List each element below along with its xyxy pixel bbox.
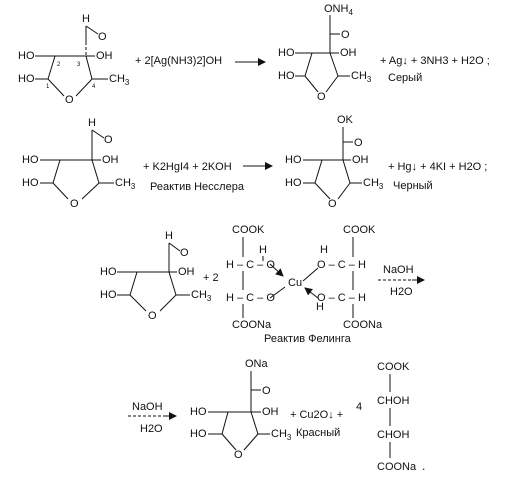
product-hydroxyl-bottom: HO	[278, 70, 295, 82]
tartrate-cook: COOK	[377, 361, 410, 373]
byproducts-2: + Hg↓ + 4KI + H2O ;	[388, 161, 487, 173]
methyl-group: CH3	[109, 73, 130, 87]
hydroxyl-left: HO	[100, 266, 117, 278]
byproducts-1: + Ag↓ + 3NH3 + H2O ;	[380, 55, 490, 67]
h-c-o-top: H – C – O	[226, 259, 275, 271]
reaction-1: H O HO OH 2 3 1 4 O HO CH3 + 2[Ag(NH3)2]…	[18, 3, 490, 106]
silver-color-label: Серый	[388, 72, 422, 84]
byproducts-4: + Cu2O↓ +	[290, 409, 343, 421]
reactant-aldehyde-2: H O HO OH O HO CH3	[22, 117, 136, 210]
condition-naoh: NaOH	[383, 264, 414, 276]
tartrate-coona: COONa	[377, 461, 417, 473]
reactant-aldehyde-3: H O HO OH O HO CH3	[100, 230, 212, 322]
ring-oxygen: O	[148, 310, 157, 322]
methyl-group: CH3	[191, 289, 212, 303]
cook-right: COOK	[343, 224, 376, 236]
end-dot: .	[422, 459, 425, 473]
product-hydroxyl-left: HO	[278, 47, 295, 59]
aldehyde-o: O	[104, 134, 113, 146]
hydroxyl-bottom: HO	[18, 73, 35, 85]
ring-oxygen: O	[70, 198, 79, 210]
coona-right: COONa	[343, 319, 383, 331]
condition-water: H2O	[390, 286, 413, 298]
product-hydroxyl-bottom: HO	[190, 428, 207, 440]
product-ring-oxygen: O	[328, 198, 337, 210]
hydroxyl-bottom: HO	[100, 289, 117, 301]
product-carbonyl-o: O	[262, 385, 271, 397]
coefficient-four: 4	[356, 401, 362, 413]
product-hydroxyl-right: OH	[352, 154, 369, 166]
aldehyde-o: O	[180, 247, 189, 259]
o-c-h-bottom: O – C – H	[317, 292, 366, 304]
reactant-aldehyde-1: H O HO OH 2 3 1 4 O HO CH3	[18, 13, 130, 106]
carbon-number-2: 2	[57, 62, 61, 68]
ring-oxygen: O	[65, 94, 74, 106]
tollens-reagent: + 2[Ag(NH3)2]OH	[135, 55, 222, 67]
product-ring-oxygen: O	[234, 449, 243, 461]
methyl-group: CH3	[115, 177, 136, 191]
product-hydroxyl-left: HO	[285, 154, 302, 166]
product-methyl: CH3	[363, 177, 384, 191]
product-potassium-salt: OK O HO OH O HO CH3	[285, 114, 384, 210]
h-left: H	[259, 244, 267, 256]
copper-oxide-color-label: Красный	[296, 427, 340, 439]
condition-water: H2O	[140, 423, 163, 435]
coona-left: COONa	[232, 319, 272, 331]
aldehyde-o: O	[98, 31, 107, 43]
nessler-reagent-name: Реактив Несслера	[150, 181, 245, 193]
tartrate-choh-1: CHOH	[377, 395, 409, 407]
product-ammonium-salt: ONH4 O HO OH O HO CH3	[278, 3, 372, 103]
condition-naoh: NaOH	[132, 401, 163, 413]
product-ona: ONa	[245, 358, 269, 370]
hydroxyl-right: OH	[96, 50, 113, 62]
product-hydroxyl-left: HO	[190, 406, 207, 418]
tartrate-product: COOK CHOH CHOH COONa .	[377, 361, 425, 473]
cook-left: COOK	[232, 224, 265, 236]
reaction-2: H O HO OH O HO CH3 + K2HgI4 + 2KOH Реакт…	[22, 114, 487, 210]
product-hydroxyl-right: OH	[340, 47, 357, 59]
product-carbonyl-o: O	[341, 29, 350, 41]
o-c-h-top: O – C – H	[317, 259, 366, 271]
carbon-number-4: 4	[92, 84, 96, 90]
product-hydroxyl-bottom: HO	[285, 177, 302, 189]
hydroxyl-right: OH	[178, 266, 195, 278]
h-lower: H	[316, 301, 324, 313]
product-methyl: CH3	[351, 70, 372, 84]
product-carbonyl-o: O	[354, 137, 363, 149]
product-ok: OK	[337, 114, 354, 126]
product-sodium-salt: ONa O HO OH O HO CH3	[190, 358, 292, 461]
carbon-number-1: 1	[46, 84, 50, 90]
aldehyde-h: H	[88, 117, 96, 129]
product-methyl: CH3	[271, 428, 292, 442]
nessler-reagent-formula: + K2HgI4 + 2KOH	[143, 161, 232, 173]
tartrate-choh-2: CHOH	[377, 429, 409, 441]
reaction-3: H O HO OH O HO CH3 + 2 COOK H H –	[100, 224, 425, 345]
hydroxyl-bottom: HO	[22, 177, 39, 189]
reaction-4: NaOH H2O ONa O HO OH O HO CH3 + Cu2O↓ + …	[128, 358, 425, 473]
aldehyde-h: H	[165, 230, 173, 242]
product-ring-oxygen: O	[317, 91, 326, 103]
hydroxyl-left: HO	[18, 50, 35, 62]
fehling-complex: COOK H H – C – O H – C – O COONa Cu O – …	[226, 224, 383, 331]
h-right: H	[320, 244, 328, 256]
hydroxyl-right: OH	[102, 154, 119, 166]
fehling-reagent-name: Реактив Фелинга	[264, 333, 352, 345]
hydroxyl-left: HO	[22, 154, 39, 166]
aldehyde-h: H	[82, 13, 90, 25]
carbon-number-3: 3	[77, 62, 81, 68]
h-c-o-bottom: H – C – O	[226, 292, 275, 304]
plus-two: + 2	[203, 272, 219, 284]
copper-atom: Cu	[288, 277, 302, 289]
product-onh4: ONH4	[324, 3, 353, 17]
product-hydroxyl-right: OH	[262, 406, 279, 418]
mercury-color-label: Черный	[393, 180, 433, 192]
